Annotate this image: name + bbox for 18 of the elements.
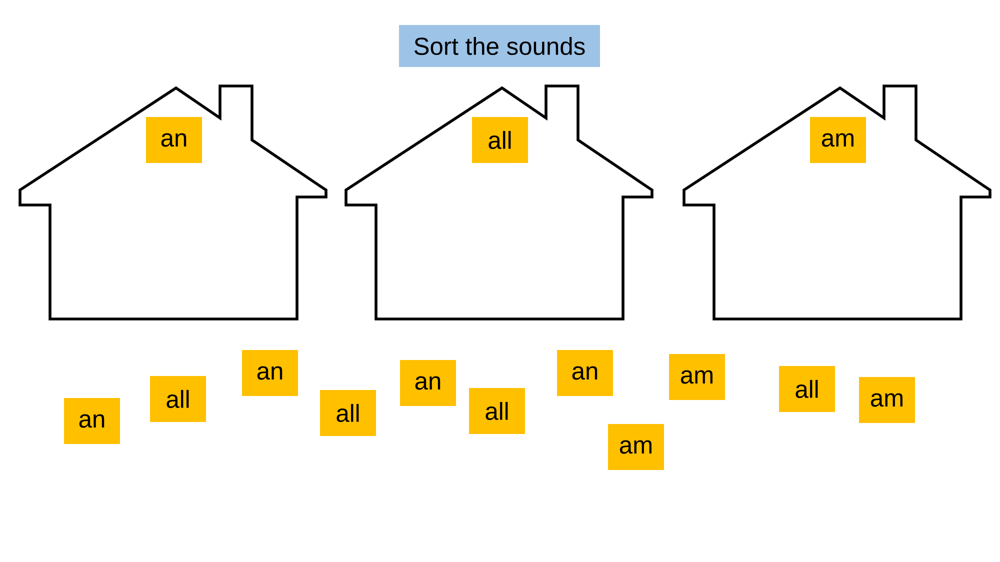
- house-outline: [682, 84, 992, 320]
- title-box: Sort the sounds: [399, 24, 600, 67]
- sound-tile: all: [320, 390, 376, 436]
- sound-tile: an: [557, 350, 613, 396]
- sound-tile: all: [150, 376, 206, 422]
- sound-tile: am: [669, 354, 725, 400]
- sound-tile: an: [146, 116, 202, 163]
- sound-tile: am: [608, 424, 664, 470]
- sound-tile: an: [64, 398, 120, 444]
- house-outline: [18, 84, 328, 320]
- sound-tile: all: [779, 366, 835, 412]
- sound-tile: an: [400, 360, 456, 406]
- sound-tile: all: [469, 388, 525, 434]
- sound-tile: am: [859, 376, 915, 423]
- sound-tile: all: [472, 116, 528, 163]
- sound-tile: am: [810, 116, 866, 163]
- house-outline: [344, 84, 654, 320]
- sound-tile: an: [242, 350, 298, 396]
